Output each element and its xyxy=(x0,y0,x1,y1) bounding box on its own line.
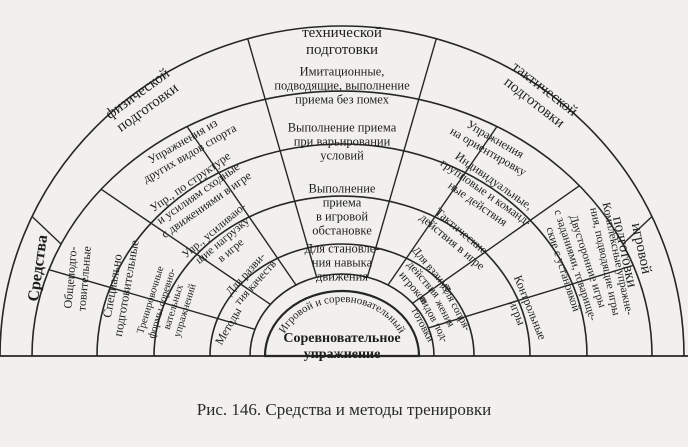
diagram-spoke xyxy=(31,216,62,245)
item-training-forms: Тренировочныеформы соревно-вательныхупра… xyxy=(135,263,201,347)
figure-caption: Рис. 146. Средства и методы тренировки xyxy=(196,400,492,419)
diagram-spoke xyxy=(387,126,498,286)
group-physical-label: физическойподготовки xyxy=(103,66,183,137)
item-special-prep: Специальноподготовительные xyxy=(97,236,142,337)
diagram-spoke xyxy=(48,269,256,330)
diagram-spoke xyxy=(366,38,437,278)
diagram-spoke xyxy=(622,216,653,245)
diagram-spoke xyxy=(247,38,318,278)
diagram-ring xyxy=(153,195,531,357)
diagram-ring xyxy=(96,143,588,357)
center-ellipse xyxy=(263,289,421,358)
item-methods: Методы xyxy=(212,305,244,347)
diagram-spoke xyxy=(100,188,271,305)
diagram-grid xyxy=(0,25,688,358)
item-general-prep: Общеподго-товительные xyxy=(60,244,94,311)
group-means-label: Средства xyxy=(25,234,51,303)
diagram-ring xyxy=(209,243,475,357)
diagram-ring xyxy=(249,273,435,357)
item-control-games: Контрольныеигры xyxy=(498,273,550,347)
group-tactical-label: тактическойподготовки xyxy=(498,59,580,133)
diagram-spoke xyxy=(412,185,580,304)
diagram-spoke xyxy=(186,126,297,286)
diagram-ring xyxy=(0,25,685,357)
diagram-spoke xyxy=(428,264,634,329)
diagram-ring xyxy=(31,90,653,357)
